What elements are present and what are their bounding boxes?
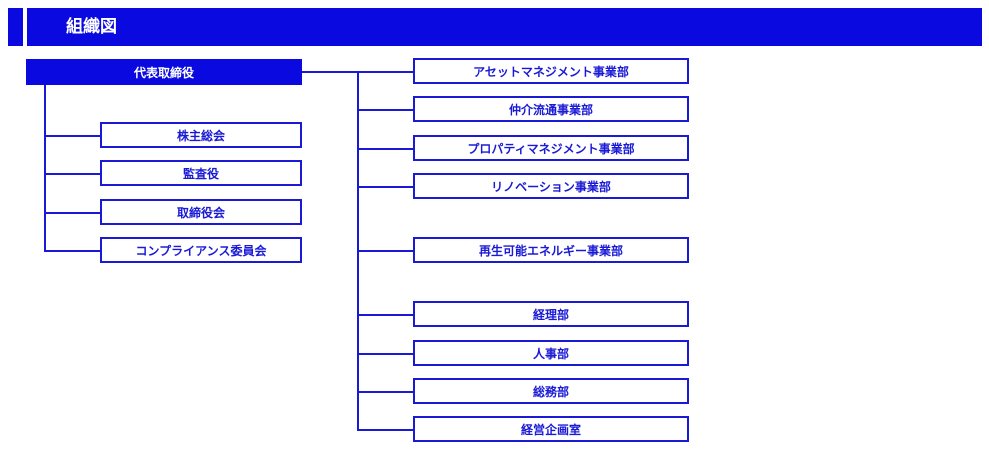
connector-right-4 [357,186,413,188]
connector-right-3 [357,148,413,150]
connector-root-right [302,71,358,73]
unit-auditor: 監査役 [100,160,302,186]
unit-compliance-committee: コンプライアンス委員会 [100,237,302,263]
unit-asset-management: アセットマネジメント事業部 [413,58,689,84]
connector-left-4 [44,250,100,252]
connector-right-2 [357,109,413,111]
unit-general-affairs: 総務部 [413,378,689,404]
unit-renewable-energy: 再生可能エネルギー事業部 [413,237,689,263]
connector-right-6 [357,314,413,316]
unit-brokerage: 仲介流通事業部 [413,96,689,122]
connector-left-3 [44,212,100,214]
unit-property-management: プロパティマネジメント事業部 [413,135,689,161]
title-accent [8,8,27,46]
connector-left-trunk [44,84,46,250]
connector-left-2 [44,173,100,175]
connector-right-8 [357,391,413,393]
unit-accounting: 経理部 [413,301,689,327]
title-bar: 組織図 [8,8,982,46]
unit-renovation: リノベーション事業部 [413,173,689,199]
root-node: 代表取締役 [26,59,302,85]
connector-right-1 [357,71,413,73]
unit-board-of-directors: 取締役会 [100,199,302,225]
page-title: 組織図 [66,17,117,37]
connector-right-9 [357,429,413,431]
unit-human-resources: 人事部 [413,340,689,366]
connector-right-5 [357,250,413,252]
unit-corporate-planning: 経営企画室 [413,416,689,442]
unit-shareholders-meeting: 株主総会 [100,122,302,148]
connector-right-7 [357,353,413,355]
connector-left-1 [44,135,100,137]
